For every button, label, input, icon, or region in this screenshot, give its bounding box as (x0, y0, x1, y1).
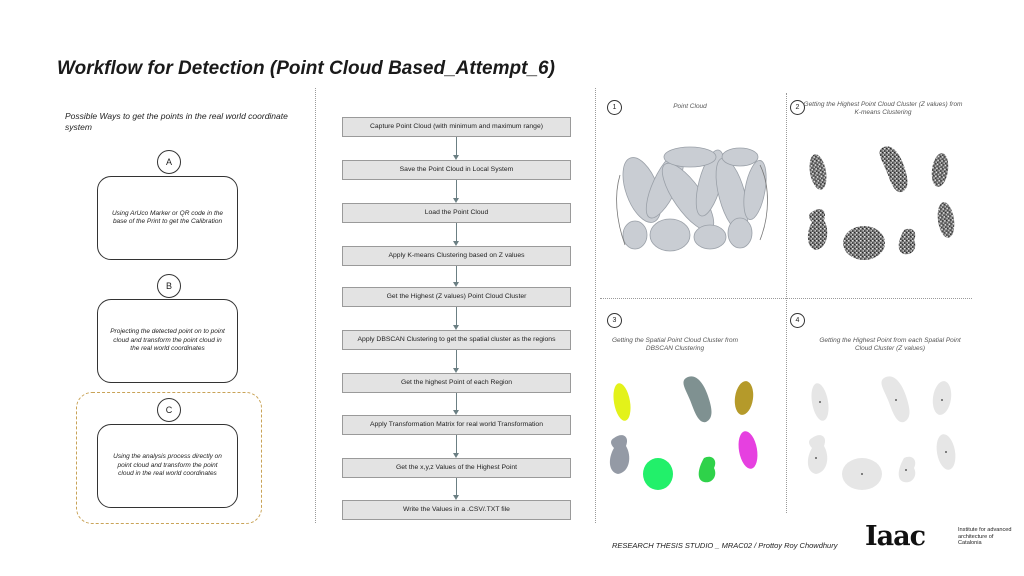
separator-left (315, 88, 316, 523)
point-cloud-image (616, 146, 768, 252)
connector (456, 435, 457, 453)
panel-1-number: 1 (607, 100, 622, 115)
arrow-down-icon (453, 155, 459, 160)
panel-4-number: 4 (790, 313, 805, 328)
option-b-box: Projecting the detected point on to poin… (97, 299, 238, 383)
logo-subtitle: Institute for advanced architecture of C… (958, 527, 1012, 546)
arrow-down-icon (453, 368, 459, 373)
panel-3-caption: Getting the Spatial Point Cloud Cluster … (611, 337, 739, 352)
option-b-badge: B (157, 274, 181, 298)
step-1: Capture Point Cloud (with minimum and ma… (342, 117, 571, 137)
option-a-box: Using ArUco Marker or QR code in the bas… (97, 176, 238, 260)
panel-2-caption: Getting the Highest Point Cloud Cluster … (803, 101, 963, 116)
arrow-down-icon (453, 495, 459, 500)
connector (456, 307, 457, 325)
connector (456, 350, 457, 368)
options-heading: Possible Ways to get the points in the r… (65, 111, 288, 132)
step-5: Get the Highest (Z values) Point Cloud C… (342, 287, 571, 307)
footer-credit: RESEARCH THESIS STUDIO _ MRAC02 / Protto… (612, 541, 838, 550)
step-8: Apply Transformation Matrix for real wor… (342, 415, 571, 435)
option-c-box: Using the analysis process directly on p… (97, 424, 238, 508)
panel-1-caption: Point Cloud (673, 103, 707, 110)
option-a-badge: A (157, 150, 181, 174)
panel-2-number: 2 (790, 100, 805, 115)
kmeans-cluster-image (807, 146, 955, 260)
step-3: Load the Point Cloud (342, 203, 571, 223)
dbscan-cluster-image (609, 376, 758, 490)
arrow-down-icon (453, 241, 459, 246)
arrow-down-icon (453, 325, 459, 330)
page-title: Workflow for Detection (Point Cloud Base… (57, 58, 555, 79)
connector (456, 180, 457, 198)
panel-3-number: 3 (607, 313, 622, 328)
highest-point-image (807, 376, 956, 490)
separator-panels-vertical (786, 93, 787, 513)
connector (456, 223, 457, 241)
connector (456, 266, 457, 282)
step-7: Get the highest Point of each Region (342, 373, 571, 393)
step-10: Write the Values in a .CSV/.TXT file (342, 500, 571, 520)
separator-panels-horizontal (600, 298, 972, 299)
connector (456, 393, 457, 410)
arrow-down-icon (453, 198, 459, 203)
connector (456, 137, 457, 155)
step-9: Get the x,y,z Values of the Highest Poin… (342, 458, 571, 478)
step-4: Apply K-means Clustering based on Z valu… (342, 246, 571, 266)
connector (456, 478, 457, 495)
separator-right (595, 88, 596, 523)
step-6: Apply DBSCAN Clustering to get the spati… (342, 330, 571, 350)
panel-4-caption: Getting the Highest Point from each Spat… (819, 337, 961, 352)
arrow-down-icon (453, 282, 459, 287)
arrow-down-icon (453, 453, 459, 458)
arrow-down-icon (453, 410, 459, 415)
selected-option-highlight (76, 392, 262, 524)
step-2: Save the Point Cloud in Local System (342, 160, 571, 180)
option-c-badge: C (157, 398, 181, 422)
iaac-logo: Iaac (865, 521, 926, 552)
